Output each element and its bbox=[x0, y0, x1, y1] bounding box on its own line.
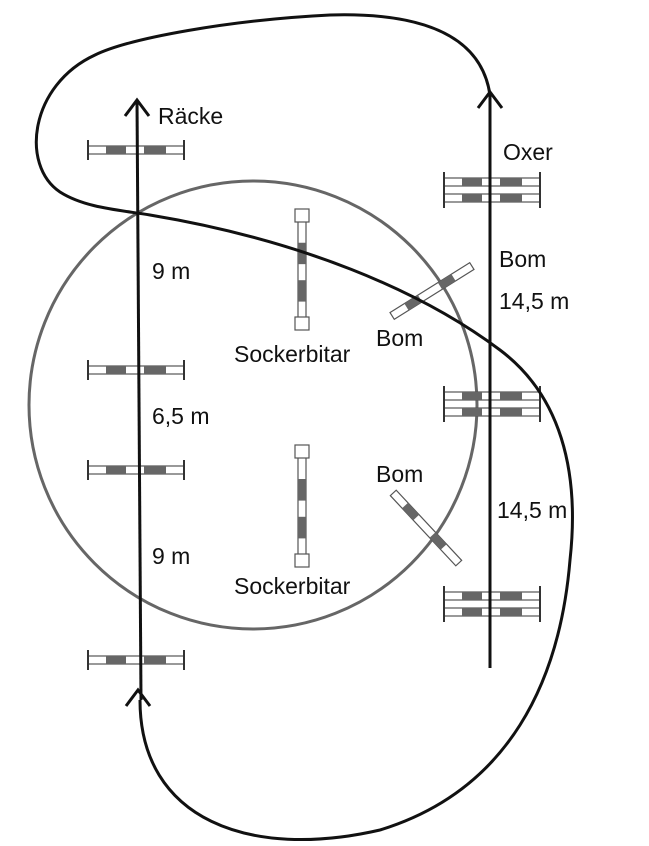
riding-circle bbox=[27, 179, 479, 631]
block bbox=[294, 316, 310, 331]
label-distance: 9 m bbox=[152, 258, 190, 284]
label-distance: 14,5 m bbox=[499, 288, 569, 314]
rail bbox=[87, 465, 185, 475]
rail bbox=[443, 391, 541, 401]
riding-route-path bbox=[34, 13, 574, 842]
rail bbox=[87, 655, 185, 665]
sockerbitar-pole bbox=[294, 208, 310, 331]
label-bom: Bom bbox=[376, 461, 423, 487]
rail-stripe bbox=[462, 592, 482, 600]
rail-stripe bbox=[462, 408, 482, 416]
block bbox=[294, 444, 310, 459]
vertical-jump bbox=[87, 460, 185, 480]
rail-stripe bbox=[500, 408, 522, 416]
label-sockerbitar: Sockerbitar bbox=[234, 341, 351, 367]
block bbox=[294, 553, 310, 568]
rail-stripe bbox=[462, 178, 482, 186]
rail-stripe bbox=[500, 592, 522, 600]
pole-stripe bbox=[298, 516, 306, 539]
arrow-up-icon bbox=[476, 89, 504, 109]
vertical-jump bbox=[87, 650, 185, 670]
rail-stripe bbox=[500, 392, 522, 400]
vertical-jump bbox=[443, 386, 541, 422]
rail-stripe bbox=[500, 608, 522, 616]
pole-stripe bbox=[298, 479, 306, 501]
vertical-jump bbox=[87, 360, 185, 380]
label-oxer: Oxer bbox=[503, 139, 553, 165]
rail bbox=[443, 591, 541, 601]
left-track-line bbox=[135, 99, 143, 701]
arrow-up-icon bbox=[124, 687, 152, 707]
label-bom-right: Bom bbox=[499, 246, 546, 272]
rail-stripe bbox=[144, 146, 166, 154]
pole-stripe bbox=[298, 242, 306, 265]
rail-stripe bbox=[462, 392, 482, 400]
rail bbox=[87, 365, 185, 375]
pole bbox=[389, 489, 463, 567]
pole-stripe bbox=[429, 532, 447, 550]
pole-stripe bbox=[402, 502, 420, 521]
rail-stripe bbox=[462, 194, 482, 202]
arrow-up-icon bbox=[123, 97, 151, 117]
rail-stripe bbox=[500, 194, 522, 202]
rail bbox=[443, 177, 541, 187]
label-distance: 6,5 m bbox=[152, 403, 210, 429]
pole bbox=[297, 215, 307, 324]
pole bbox=[297, 451, 307, 561]
label-sockerbitar: Sockerbitar bbox=[234, 573, 351, 599]
rail-stripe bbox=[144, 366, 166, 374]
rail-stripe bbox=[106, 656, 126, 664]
rail-stripe bbox=[462, 608, 482, 616]
rail bbox=[443, 607, 541, 617]
pole-stripe bbox=[437, 274, 456, 290]
rail-stripe bbox=[144, 466, 166, 474]
ground-pole bbox=[389, 489, 463, 567]
rail bbox=[443, 193, 541, 203]
rail-stripe bbox=[500, 178, 522, 186]
rail-stripe bbox=[106, 146, 126, 154]
rail-stripe bbox=[106, 466, 126, 474]
sockerbitar-pole bbox=[294, 444, 310, 568]
vertical-jump bbox=[443, 586, 541, 622]
block bbox=[294, 208, 310, 223]
vertical-jump bbox=[443, 172, 541, 208]
label-bom: Bom bbox=[376, 325, 423, 351]
rail-stripe bbox=[144, 656, 166, 664]
pole-stripe bbox=[298, 280, 306, 302]
label-racke: Räcke bbox=[158, 103, 223, 129]
label-distance: 9 m bbox=[152, 543, 190, 569]
rail bbox=[443, 407, 541, 417]
rail-stripe bbox=[106, 366, 126, 374]
label-distance: 14,5 m bbox=[497, 497, 567, 523]
